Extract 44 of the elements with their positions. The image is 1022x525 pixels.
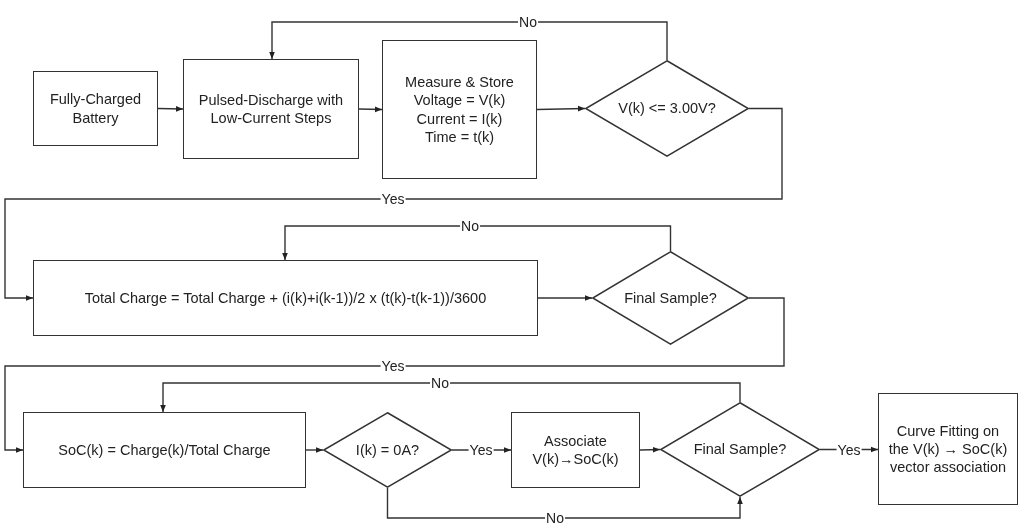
process-box [511, 412, 640, 488]
node-text: Time = t(k) [423, 127, 496, 146]
edge-label: Yes [380, 191, 406, 207]
process-box [33, 260, 538, 336]
arrow [157, 106, 184, 112]
arrow [536, 105, 586, 112]
edge-label: No [430, 375, 450, 391]
node-text: Measure & Store [404, 73, 515, 92]
node-text: Fully-Charged Battery [48, 90, 143, 127]
node-text: Pulsed-Discharge with Low-Current Steps [197, 90, 345, 128]
process-box [23, 412, 306, 488]
node-text: Curve Fitting on the V(k) → SoC(k) vector association [887, 421, 1009, 477]
node-text: SoC(k) = Charge(k)/Total Charge [57, 440, 272, 460]
arrow [537, 295, 593, 301]
arrow [358, 106, 383, 113]
arrow [160, 382, 741, 413]
process-box [33, 71, 158, 146]
process-box [183, 59, 359, 159]
process-box [382, 40, 537, 179]
decision-diamond [585, 60, 749, 157]
node-text: Associate V(k)→SoC(k) [531, 431, 620, 469]
arrow [639, 446, 661, 453]
node-text: Voltage = V(k) [412, 91, 507, 110]
node-text: Total Charge = Total Charge + (i(k)+i(k-1))/2 x (t(k)-t(k-1))/3600 [83, 288, 488, 308]
node-text: Final Sample? [623, 288, 718, 308]
edge-label: Yes [380, 358, 406, 374]
node-text: I(k) = 0A? [354, 440, 421, 460]
decision-diamond [592, 251, 749, 345]
edge-label: No [545, 510, 565, 525]
decision-diamond [323, 412, 452, 488]
edge-label: Yes [468, 442, 494, 458]
arrow [4, 297, 785, 453]
arrow [305, 447, 324, 453]
arrow [386, 487, 743, 519]
decision-diamond [660, 402, 820, 497]
arrow [269, 21, 668, 61]
edge-label: No [460, 218, 480, 234]
arrow [282, 225, 672, 261]
edge-label: No [518, 14, 538, 30]
arrow [4, 107, 783, 301]
node-text: V(k) <= 3.00V? [617, 99, 717, 118]
process-box [878, 393, 1018, 505]
node-text: Final Sample? [692, 440, 788, 459]
node-text: Current = I(k) [415, 109, 504, 128]
